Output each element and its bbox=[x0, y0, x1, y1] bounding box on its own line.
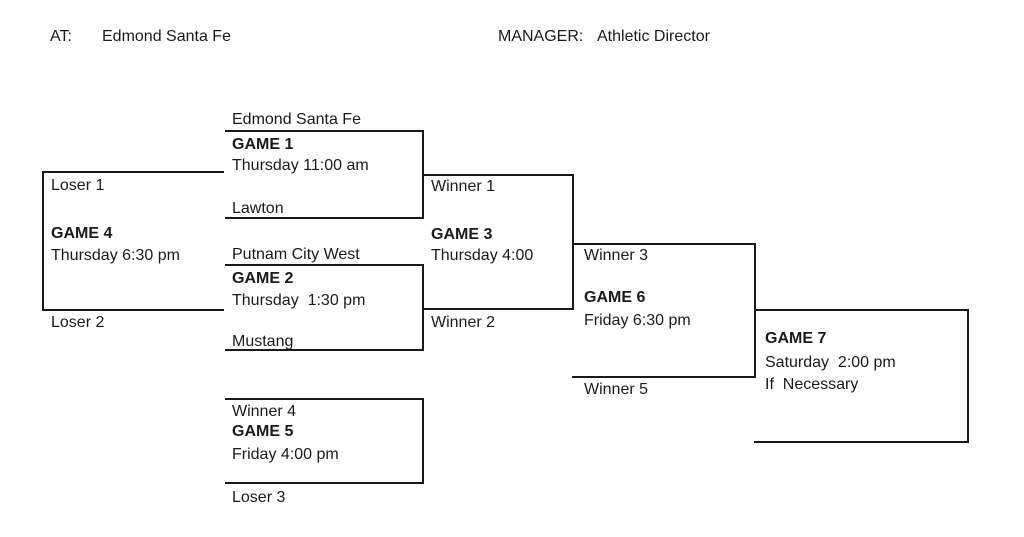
game6-title: GAME 6 bbox=[584, 289, 646, 306]
game4-bottom-line bbox=[42, 309, 224, 311]
game5-top-line bbox=[225, 398, 424, 400]
game6-time: Friday 6:30 pm bbox=[584, 312, 691, 329]
game7-top-line bbox=[754, 309, 969, 311]
game2-bottom-team-label: Mustang bbox=[232, 333, 294, 350]
game3-top-line bbox=[422, 174, 574, 176]
game7-time: Saturday 2:00 pm bbox=[765, 354, 896, 371]
game7-right-connector bbox=[967, 309, 969, 443]
game3-top-team-label: Winner 1 bbox=[431, 178, 496, 195]
game2-time: Thursday 1:30 pm bbox=[232, 292, 366, 309]
game1-top-line bbox=[225, 130, 424, 132]
game7-note: If Necessary bbox=[765, 376, 859, 393]
game2-right-connector bbox=[422, 264, 424, 351]
game2-top-line bbox=[225, 264, 424, 266]
game5-title: GAME 5 bbox=[232, 423, 294, 440]
game4-top-team-label: Loser 1 bbox=[51, 177, 105, 194]
at-label: AT: bbox=[50, 28, 72, 45]
game2-title: GAME 2 bbox=[232, 270, 294, 287]
game1-top-team-label: Edmond Santa Fe bbox=[232, 111, 361, 128]
game3-right-connector bbox=[572, 174, 574, 310]
game7-bottom-line bbox=[754, 441, 969, 443]
game1-time: Thursday 11:00 am bbox=[232, 157, 369, 174]
game6-bottom-line bbox=[572, 376, 756, 378]
game5-top-team-label: Winner 4 bbox=[232, 403, 297, 420]
game5-time: Friday 4:00 pm bbox=[232, 446, 339, 463]
game5-bottom-team-label: Loser 3 bbox=[232, 489, 286, 506]
game2-bottom-line bbox=[225, 349, 424, 351]
game4-top-line bbox=[42, 171, 224, 173]
game1-title: GAME 1 bbox=[232, 136, 294, 153]
game5-right-connector bbox=[422, 398, 424, 484]
game1-bottom-team-label: Lawton bbox=[232, 200, 284, 217]
manager-label: MANAGER: bbox=[498, 28, 584, 45]
game3-time: Thursday 4:00 bbox=[431, 247, 534, 264]
game3-bottom-line bbox=[422, 308, 574, 310]
game4-title: GAME 4 bbox=[51, 225, 113, 242]
game3-title: GAME 3 bbox=[431, 226, 493, 243]
game4-bottom-team-label: Loser 2 bbox=[51, 314, 105, 331]
game7-title: GAME 7 bbox=[765, 330, 827, 347]
game2-top-team-label: Putnam City West bbox=[232, 246, 360, 263]
game5-bottom-line bbox=[225, 482, 424, 484]
manager-value: Athletic Director bbox=[597, 28, 710, 45]
game6-top-line bbox=[572, 243, 756, 245]
game4-left-connector bbox=[42, 171, 44, 311]
game1-bottom-line bbox=[225, 217, 424, 219]
game6-top-team-label: Winner 3 bbox=[584, 247, 649, 264]
game4-time: Thursday 6:30 pm bbox=[51, 247, 180, 264]
game6-bottom-team-label: Winner 5 bbox=[584, 381, 649, 398]
at-value: Edmond Santa Fe bbox=[102, 28, 231, 45]
game3-bottom-team-label: Winner 2 bbox=[431, 314, 496, 331]
